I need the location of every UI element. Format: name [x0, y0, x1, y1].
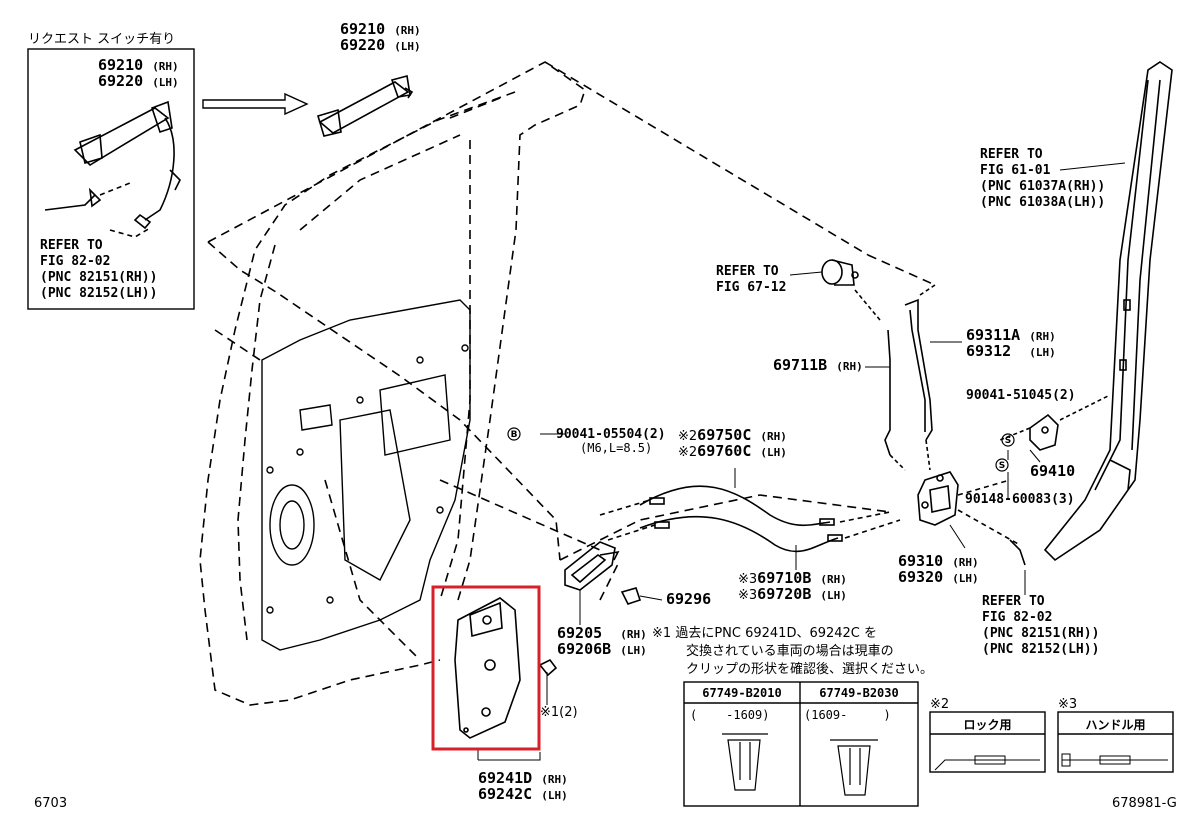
bolt-spec: (M6,L=8.5): [580, 441, 653, 455]
cable-69710-lh: ※369720B (LH): [738, 585, 847, 604]
handle-69205-lh: 69206B (LH): [557, 640, 647, 658]
pillar-refer-2: FIG 61-01: [980, 163, 1051, 178]
highlight-box: [431, 585, 541, 751]
lock-69310-rh: 69310 (RH): [898, 552, 979, 570]
pillar-refer-1: REFER TO: [980, 147, 1043, 162]
handle-top-drawing: [317, 74, 414, 137]
pillar-refer-4: (PNC 61038A(LH)): [980, 195, 1106, 210]
ref82-bottom-1: REFER TO: [982, 594, 1045, 609]
screw-90148: 90148-60083(3): [965, 492, 1075, 507]
cable-69750-rh: ※269750C (RH): [678, 426, 787, 445]
clip-drawings: [722, 733, 878, 796]
ref82-bottom-3: (PNC 82151(RH)): [982, 626, 1100, 641]
pillar-refer-3: (PNC 61037A(RH)): [980, 179, 1106, 194]
marker-b: B: [511, 430, 518, 440]
handle-top-rh: 69210 (RH): [340, 20, 421, 38]
clip-col2-header: 67749-B2030: [819, 686, 899, 700]
cable-69750-lh: ※269760C (LH): [678, 442, 787, 461]
ref67-line1: REFER TO: [716, 264, 779, 279]
bracket-69241-rh: 69241D (RH): [478, 769, 568, 787]
note3-mark: ※3: [1058, 697, 1078, 712]
clip-table-frame: [683, 681, 919, 807]
bracket-69410-drawing: [999, 394, 1111, 451]
note3-title: ハンドル用: [1085, 718, 1146, 732]
handle-top-lh: 69220 (LH): [340, 36, 421, 54]
lock-cylinder-drawing: [821, 259, 859, 286]
clip-col1-range: ( -1609): [690, 708, 770, 722]
inset-frame: [27, 48, 195, 310]
ref67-line2: FIG 67-12: [716, 280, 787, 295]
cables-drawing: [599, 485, 901, 553]
rod-69311-rh: 69311A (RH): [966, 326, 1056, 344]
note-boxes: [929, 711, 1174, 773]
bolt-90041-05504: 90041-05504(2): [556, 427, 666, 442]
pillar-drawing: [1043, 61, 1173, 562]
inset-title: リクエスト スイッチ有り: [28, 32, 176, 47]
screw-69296-drawing: [620, 587, 663, 605]
inset-refer-2: FIG 82-02: [40, 254, 111, 269]
leader-lines: [540, 271, 1041, 625]
door-outline: [199, 61, 936, 706]
inset-part-rh: 69210 (RH): [98, 56, 179, 74]
bracket-69241-lh: 69242C (LH): [478, 785, 568, 803]
ref82-bottom-4: (PNC 82152(LH)): [982, 642, 1100, 657]
marker-s-1: S: [1005, 436, 1011, 446]
inset-refer-3: (PNC 82151(RH)): [40, 270, 158, 285]
note1-line2: 交換されている車両の場合は現車の: [686, 644, 894, 659]
rod-69311-lh: 69312 (LH): [966, 342, 1056, 360]
inset-refer-1: REFER TO: [40, 238, 103, 253]
door-lock-drawing: [917, 471, 1026, 566]
circle-markers: [507, 427, 1015, 472]
inset-arrow: [202, 92, 309, 116]
note2-mark: ※2: [930, 697, 950, 712]
lock-69310-lh: 69320 (LH): [898, 568, 979, 586]
inset-part-lh: 69220 (LH): [98, 72, 179, 90]
bracket-69241-drawing: [454, 597, 558, 761]
clip-ref-label: ※1(2): [540, 705, 578, 720]
cable-69710-rh: ※369710B (RH): [738, 569, 847, 588]
door-inner-panel: [261, 299, 471, 651]
inside-handle-drawing: [564, 541, 620, 591]
note2-title: ロック用: [963, 718, 1012, 732]
part-69296: 69296: [666, 590, 712, 608]
footer-left: 6703: [34, 796, 68, 811]
note1-line3: クリップの形状を確認後、選択ください。: [686, 662, 934, 677]
clip-col2-range: (1609- ): [804, 708, 891, 722]
part-69410: 69410: [1030, 462, 1076, 480]
footer-right: 678981-G: [1112, 796, 1177, 811]
inset-handle-drawing: [44, 100, 181, 238]
handle-69205-rh: 69205 (RH): [557, 624, 647, 642]
rods-drawing: [854, 284, 936, 471]
note1-line1: ※1 過去にPNC 69241D、69242C を: [652, 626, 878, 641]
ref82-bottom-2: FIG 82-02: [982, 610, 1053, 625]
screw-90041-51045: 90041-51045(2): [966, 388, 1076, 403]
inset-refer-4: (PNC 82152(LH)): [40, 286, 158, 301]
marker-s-2: S: [999, 461, 1005, 471]
clip-col1-header: 67749-B2010: [702, 686, 782, 700]
rod-69711: 69711B (RH): [773, 356, 863, 374]
